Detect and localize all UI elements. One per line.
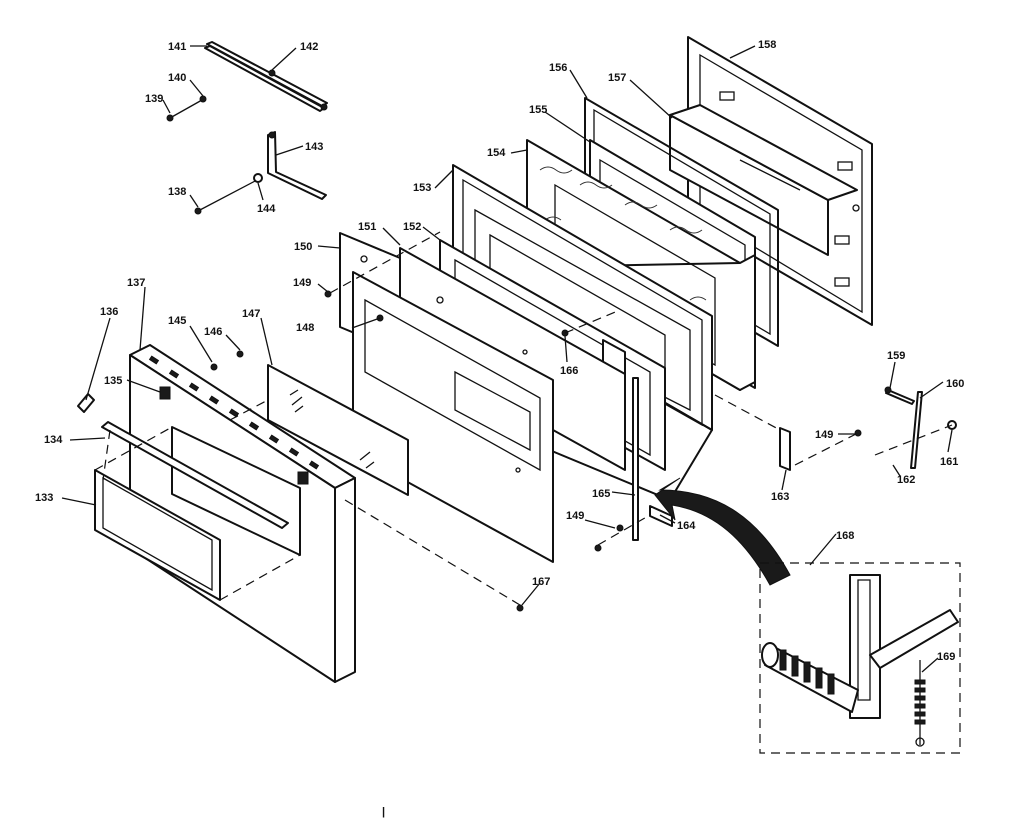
- part-labels: 133 134 135 136 137 138 139 140 141 142 …: [35, 39, 964, 663]
- door-inner-panel: [352, 271, 554, 563]
- label-168: 168: [836, 530, 854, 542]
- label-165: 165: [592, 488, 610, 500]
- label-137: 137: [127, 277, 145, 289]
- label-140: 140: [168, 72, 186, 84]
- label-150: 150: [294, 241, 312, 253]
- label-163: 163: [771, 491, 789, 503]
- label-160: 160: [946, 378, 964, 390]
- label-133: 133: [35, 492, 53, 504]
- leader-lines: [61, 45, 953, 673]
- label-169: 169: [937, 651, 955, 663]
- label-144: 144: [257, 203, 276, 215]
- label-143: 143: [305, 141, 323, 153]
- label-155: 155: [529, 104, 547, 116]
- label-141: 141: [168, 41, 186, 53]
- hinge-bar-assembly: [166, 41, 328, 215]
- label-167: 167: [532, 576, 550, 588]
- label-139: 139: [145, 93, 163, 105]
- label-149-b: 149: [566, 510, 584, 522]
- label-145: 145: [168, 315, 186, 327]
- label-161: 161: [940, 456, 958, 468]
- label-146: 146: [204, 326, 222, 338]
- label-158: 158: [758, 39, 776, 51]
- label-157: 157: [608, 72, 626, 84]
- hinge-detail-box: [759, 562, 961, 754]
- insulation-box: [669, 104, 858, 256]
- label-138: 138: [168, 186, 186, 198]
- label-135: 135: [104, 375, 122, 387]
- label-147: 147: [242, 308, 260, 320]
- label-154: 154: [487, 147, 506, 159]
- footer-mark: |: [382, 806, 385, 818]
- outer-door-panel: [129, 344, 356, 683]
- door-glass: [267, 364, 409, 496]
- label-134: 134: [44, 434, 63, 446]
- fasteners: [77, 290, 957, 612]
- label-162: 162: [897, 474, 915, 486]
- label-142: 142: [300, 41, 318, 53]
- label-149-c: 149: [815, 429, 833, 441]
- detail-arrow: [654, 477, 791, 586]
- label-166: 166: [560, 365, 578, 377]
- label-153: 153: [413, 182, 431, 194]
- door-handle: [101, 421, 289, 529]
- label-148: 148: [296, 322, 314, 334]
- label-149-a: 149: [293, 277, 311, 289]
- label-159: 159: [887, 350, 905, 362]
- assembly-lines: [94, 231, 953, 606]
- label-164: 164: [677, 520, 696, 532]
- label-151: 151: [358, 221, 376, 233]
- label-152: 152: [403, 221, 421, 233]
- label-136: 136: [100, 306, 118, 318]
- label-156: 156: [549, 62, 567, 74]
